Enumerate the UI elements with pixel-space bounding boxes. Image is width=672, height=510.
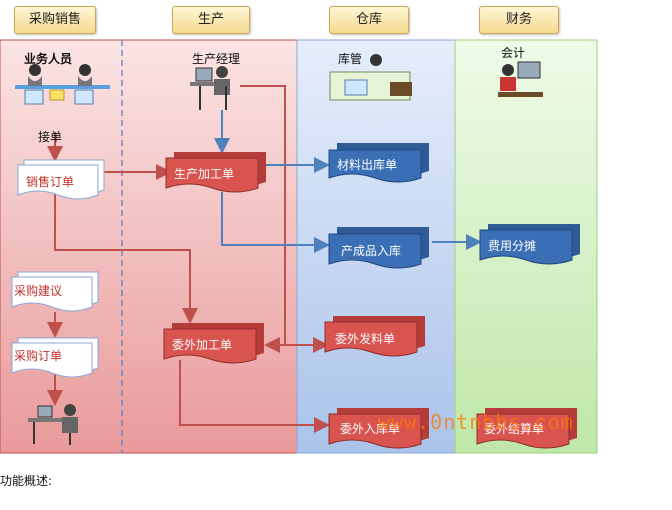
purchaser-icon xyxy=(28,404,78,445)
doc-sales-order xyxy=(17,159,105,200)
doc-outsource-order xyxy=(163,323,264,364)
doc-finished-goods-receipt xyxy=(328,227,429,269)
doc-outsource-settlement xyxy=(476,408,577,449)
arrow-outsource-to-receipt xyxy=(179,360,330,433)
step-receive-order: 接单 xyxy=(38,130,63,144)
footer-note: 功能概述: xyxy=(0,474,53,488)
label-production-order: 生产加工单 xyxy=(174,167,235,181)
doc-production-order xyxy=(165,152,266,193)
sales-staff-icon xyxy=(15,64,110,105)
doc-cost-allocation xyxy=(479,224,580,265)
label-outsource-issue: 委外发料单 xyxy=(335,332,396,346)
label-finished-goods-receipt: 产成品入库 xyxy=(341,244,402,258)
watermark-text: www.0ntnbbs.com xyxy=(378,410,574,434)
doc-purchase-suggestion xyxy=(11,271,99,312)
role-production-manager: 生产经理 xyxy=(192,52,241,66)
doc-purchase-order xyxy=(11,337,99,378)
label-purchase-order: 采购订单 xyxy=(14,349,63,363)
doc-outsource-issue xyxy=(324,316,425,357)
role-sales-staff: 业务人员 xyxy=(24,52,73,66)
label-purchase-suggestion: 采购建议 xyxy=(14,284,63,298)
lane-header-finance: 财务 xyxy=(479,6,559,34)
lane-header-production: 生产 xyxy=(172,6,250,34)
doc-material-issue xyxy=(328,143,429,183)
accountant-icon xyxy=(498,61,543,97)
label-cost-allocation: 费用分摊 xyxy=(488,239,537,253)
label-outsource-receipt: 委外入库单 xyxy=(340,422,401,436)
label-outsource-order: 委外加工单 xyxy=(172,338,233,352)
role-accountant: 会计 xyxy=(501,46,526,60)
warehouse-keeper-icon xyxy=(329,54,412,101)
role-warehouse-keeper: 库管 xyxy=(338,52,363,66)
label-outsource-settlement: 委外结算单 xyxy=(484,422,545,436)
doc-outsource-receipt xyxy=(328,408,429,449)
production-manager-icon xyxy=(190,66,230,110)
label-material-issue: 材料出库单 xyxy=(337,158,398,172)
lane-sales-production xyxy=(0,39,298,454)
label-sales-order: 销售订单 xyxy=(26,175,75,189)
arrow-production-to-finished xyxy=(221,192,330,253)
lane-header-warehouse: 仓库 xyxy=(329,6,409,34)
arrow-sales-order-to-outsource xyxy=(54,192,198,324)
lane-header-sales: 采购销售 xyxy=(14,6,96,34)
